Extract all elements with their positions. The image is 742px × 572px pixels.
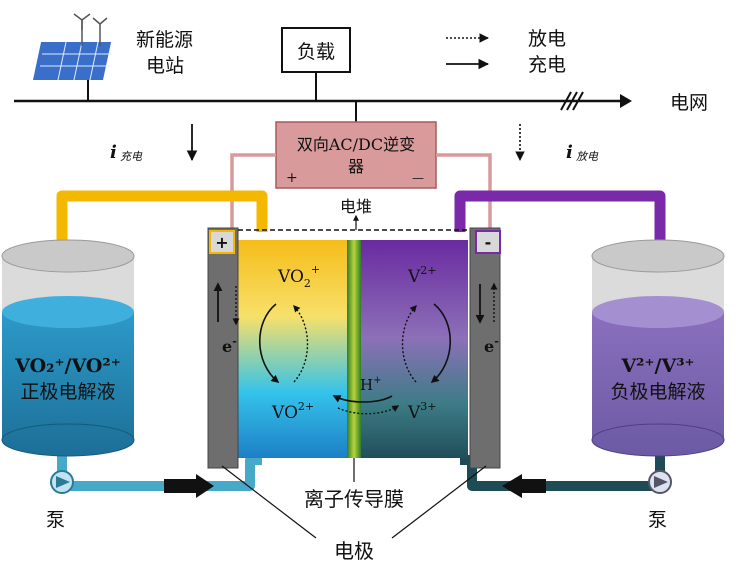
legend-charge-label: 充电: [528, 54, 566, 76]
negative-terminal: [475, 230, 501, 254]
grid-bus-arrowhead: [620, 94, 632, 108]
load-label: 负载: [297, 41, 335, 63]
current-discharge-sub: 放电: [576, 150, 599, 163]
ion-membrane: [347, 240, 361, 458]
vo2-plus-ion-label: VO2+: [277, 263, 320, 290]
positive-chamber: [236, 240, 348, 458]
positive-electrode: [207, 227, 239, 469]
left-reaction-arrow-dashed: [293, 304, 309, 383]
pump-left-icon: [50, 470, 74, 494]
negative-flow-arrowhead: [502, 474, 522, 498]
legend-discharge-label: 放电: [528, 28, 566, 50]
vo2-2plus-ion-label: VO2+: [271, 400, 314, 423]
current-discharge-symbol: i: [566, 142, 573, 163]
pump-right-icon: [648, 470, 672, 494]
right-tank-formula: V²⁺/V³⁺: [620, 355, 694, 377]
inverter-box: [275, 121, 437, 189]
left-tank-label: 正极电解液: [20, 381, 115, 403]
positive-terminal-label: +: [215, 233, 228, 252]
electrode-pointer-right: [391, 465, 487, 539]
stack-label: 电堆: [340, 197, 372, 216]
negative-electrode: [469, 227, 501, 469]
grid-break-marks: [560, 91, 584, 111]
left-tank-formula: VO₂⁺/VO²⁺: [14, 355, 121, 377]
proton-arrow-dashed: [337, 405, 400, 415]
pump-right-label: 泵: [648, 509, 667, 531]
inverter-wire-positive: [230, 153, 276, 236]
membrane-label: 离子传导膜: [304, 487, 404, 511]
right-reaction-arrow-solid: [430, 303, 452, 384]
positive-top-pipe: [56, 190, 268, 260]
negative-terminal-label: -: [485, 233, 492, 252]
load-box: [281, 27, 351, 73]
inverter-wire-negative: [436, 153, 492, 236]
inverter-label-line1: 双向AC/DC逆变: [297, 135, 415, 154]
proton-arrow-solid: [332, 395, 393, 403]
negative-top-pipe: [454, 190, 666, 260]
positive-flow-arrowhead: [196, 474, 214, 498]
grid-label: 电网: [670, 92, 708, 114]
left-electron-label: e-: [222, 335, 237, 356]
v2-plus-ion-label: V2+: [407, 264, 437, 287]
station-label-line1: 新能源: [136, 29, 193, 51]
inverter-minus: —: [412, 171, 424, 185]
v3-plus-ion-label: V3+: [407, 400, 437, 423]
current-charge-sub: 充电: [120, 150, 143, 163]
pump-left-label: 泵: [46, 509, 65, 531]
inverter-label-line2: 器: [348, 157, 364, 176]
positive-electrolyte-tank: [1, 239, 135, 457]
negative-electrolyte-tank: [591, 239, 725, 457]
inverter-plus: +: [286, 170, 298, 186]
right-electron-label: e-: [484, 335, 499, 356]
station-label-line2: 电站: [146, 55, 184, 77]
left-reaction-arrow-solid: [258, 303, 280, 384]
renewable-station-icon: [32, 13, 112, 81]
electrode-label: 电极: [334, 539, 374, 563]
h-plus-ion-label: H+: [360, 375, 381, 394]
positive-terminal: [209, 230, 235, 254]
current-charge-symbol: i: [110, 142, 117, 163]
right-tank-label: 负极电解液: [610, 381, 705, 403]
electrode-pointer-left: [221, 465, 317, 539]
right-reaction-arrow-dashed: [401, 304, 417, 383]
